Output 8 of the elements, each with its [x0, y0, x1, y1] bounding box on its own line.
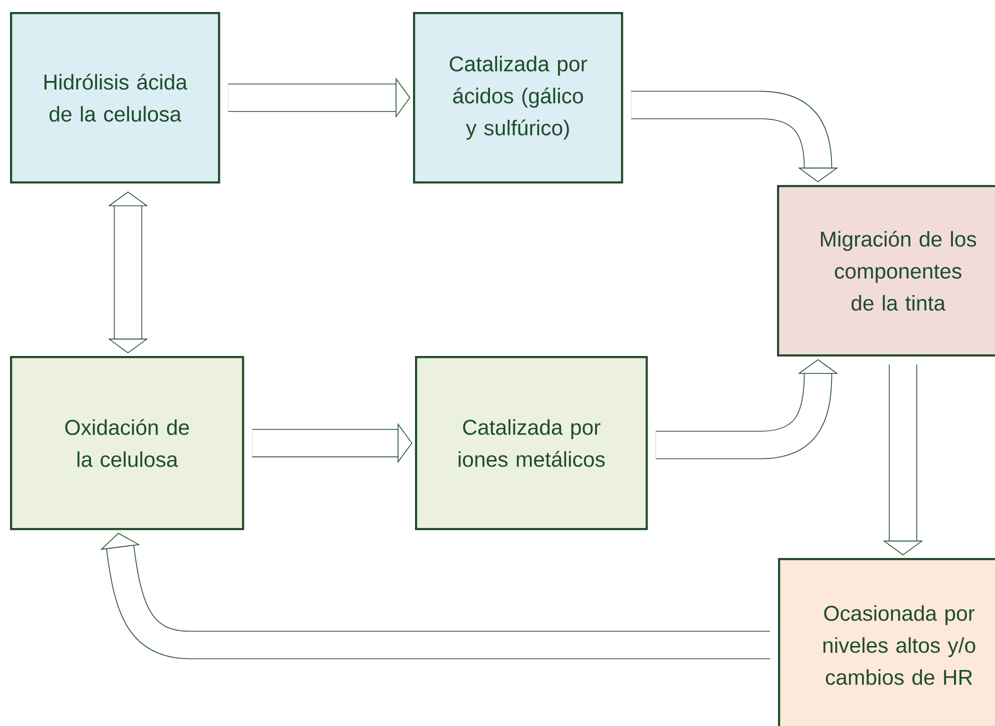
block-arrow [100, 532, 770, 660]
process-box: Catalizada por ácidos (gálico y sulfúrico) [413, 12, 624, 184]
process-box: Oxidación de la celulosa [10, 356, 244, 530]
process-box: Catalizada por iones metálicos [415, 356, 648, 530]
process-box: Hidrólisis ácida de la celulosa [10, 12, 220, 184]
process-box: Ocasionada por niveles altos y/o cambios de HR [778, 558, 995, 726]
block-arrow [631, 90, 838, 182]
process-box: Migración de los componentes de la tinta [777, 185, 995, 356]
